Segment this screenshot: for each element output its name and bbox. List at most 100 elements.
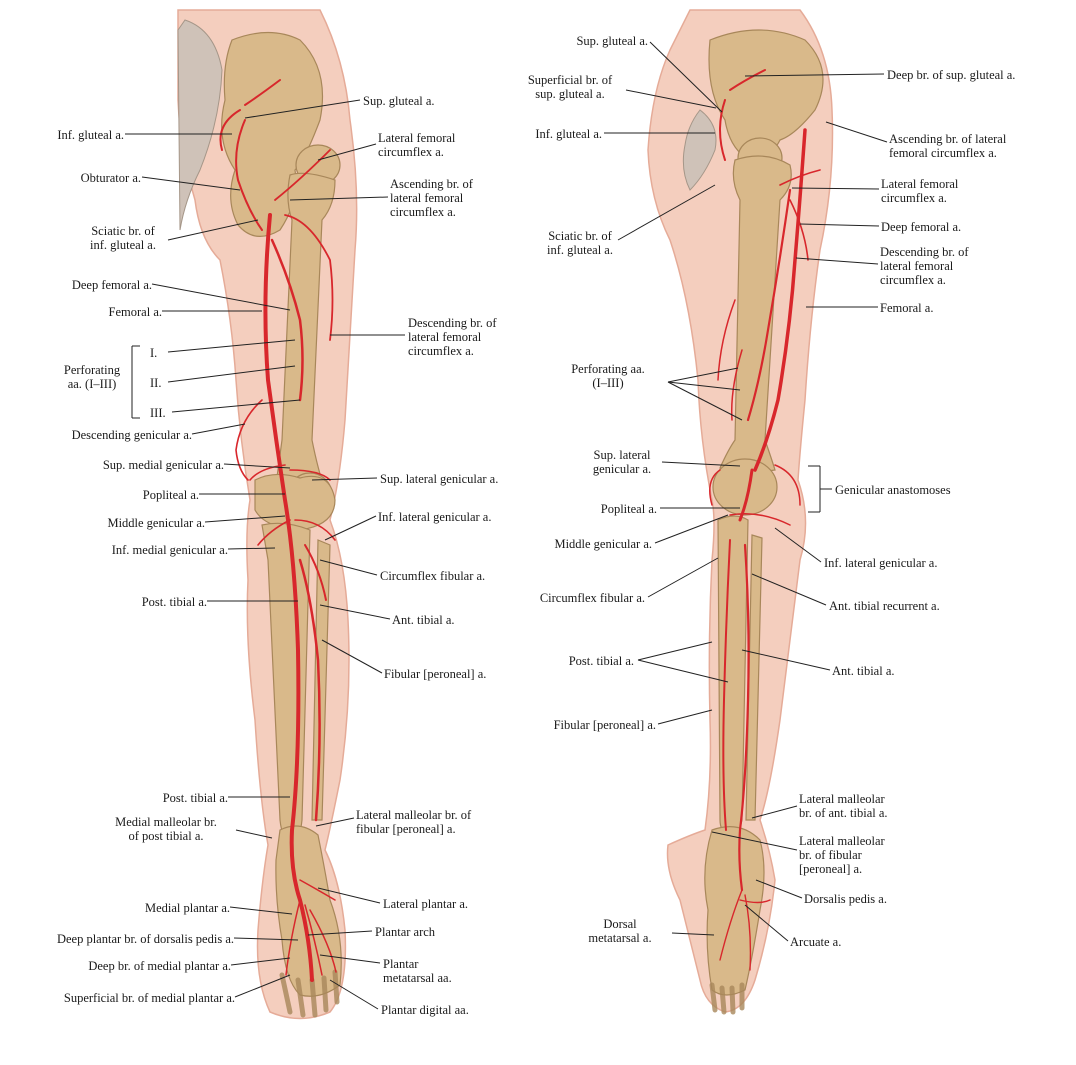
leader-right-ascending-br [825, 121, 888, 143]
leader-left-deep-femoral [151, 283, 291, 311]
label-left-post-tibial-upper: Post. tibial a. [141, 595, 207, 609]
leader-right-superficial-br [625, 89, 717, 109]
label-right-ant-tibial-recurrent: Ant. tibial recurrent a. [829, 599, 940, 613]
leader-left-superficial-br-medial [234, 974, 291, 998]
right-leg-illustration [647, 9, 834, 1015]
label-left-superficial-br-medial-plantar: Superficial br. of medial plantar a. [63, 991, 235, 1005]
leader-right-lateral-malleolar-fib [711, 831, 798, 851]
right-gluteal-branches [719, 69, 766, 161]
leader-left-inf-lateral-genicular [324, 515, 377, 541]
label-right-ant-tibial: Ant. tibial a. [832, 664, 895, 678]
right-femoral-artery [753, 128, 807, 472]
label-left-descending-genicular: Descending genicular a. [71, 428, 192, 442]
left-ant-tibial-artery [304, 544, 327, 601]
label-left-ascending-br: Ascending br. of lateral femoral circumf… [390, 177, 473, 219]
left-toes [279, 969, 340, 1018]
leader-right-post-tibial-2 [637, 659, 729, 683]
leader-left-fibular [321, 639, 383, 674]
leader-left-middle-genicular [204, 515, 286, 523]
leader-left-lateral-femoral-circumflex [317, 143, 377, 161]
label-right-circumflex-fibular: Circumflex fibular a. [539, 591, 645, 605]
label-left-circumflex-fibular: Circumflex fibular a. [380, 569, 486, 583]
label-left-sup-medial-genicular: Sup. medial genicular a. [102, 458, 224, 472]
leader-left-lateral-plantar [317, 887, 381, 904]
leader-right-sciatic-br [617, 184, 716, 241]
label-left-lateral-femoral-circumflex: Lateral femoral circumflex a. [378, 131, 456, 159]
left-femoral-artery [263, 213, 314, 982]
right-foot-branches [719, 889, 771, 971]
label-left-fibular: Fibular [peroneal] a. [384, 667, 487, 681]
label-left-descending-br: Descending br. of lateral femoral circum… [408, 316, 497, 358]
label-right-descending-br: Descending br. of lateral femoral circum… [880, 245, 969, 287]
left-gluteal-branches [219, 79, 281, 231]
leader-right-inf-lateral-genicular [774, 527, 822, 563]
leader-right-dorsalis-pedis [755, 879, 803, 899]
leader-right-ant-tibial-recurrent [751, 573, 827, 606]
leader-right-lateral-malleolar-ant [751, 805, 798, 819]
leader-left-sup-gluteal [244, 99, 361, 119]
label-right-femoral: Femoral a. [880, 301, 934, 315]
left-plantar-branches [285, 879, 337, 976]
label-left-medial-plantar: Medial plantar a. [144, 901, 230, 915]
right-arteries [709, 69, 821, 971]
leader-left-sup-medial-genicular [223, 463, 291, 469]
label-right-inf-lateral-genicular: Inf. lateral genicular a. [824, 556, 938, 570]
leader-right-deep-br [744, 73, 885, 77]
label-right-lateral-malleolar-fibular: Lateral malleolar br. of fibular [perone… [799, 834, 885, 876]
left-lateral-femoral-circumflex [274, 149, 334, 341]
label-right-deep-br-sup-gluteal: Deep br. of sup. gluteal a. [887, 68, 1016, 82]
left-deep-femoral-artery [270, 238, 304, 402]
leader-left-deep-plantar [233, 937, 299, 941]
label-left-deep-br-medial-plantar: Deep br. of medial plantar a. [88, 959, 231, 973]
leader-left-lateral-malleolar [315, 817, 355, 827]
right-knee [712, 458, 778, 516]
left-leg-illustration [177, 9, 358, 1020]
leader-left-ascending-br [289, 196, 389, 201]
right-circumflex-branches [779, 169, 821, 261]
leader-right-descending-br [795, 257, 879, 265]
label-left-lateral-plantar: Lateral plantar a. [383, 897, 469, 911]
label-right-arcuate: Arcuate a. [790, 935, 842, 949]
label-left-perforating: Perforating aa. (I–III) [63, 363, 121, 391]
leader-left-sciatic-br [167, 219, 259, 241]
leader-left-obturator [141, 176, 241, 191]
leader-right-middle-genicular [654, 514, 729, 544]
label-left-sciatic-br: Sciatic br. of inf. gluteal a. [90, 224, 156, 252]
right-genicular-branches [709, 464, 801, 526]
leader-right-sup-lateral-genicular [661, 461, 741, 467]
label-right-post-tibial: Post. tibial a. [568, 654, 634, 668]
label-right-dorsal-metatarsal: Dorsal metatarsal a. [588, 917, 652, 945]
label-left-middle-genicular: Middle genicular a. [107, 516, 205, 530]
leader-right-circumflex-fibular [647, 557, 719, 598]
leader-left-sup-lateral-genicular [311, 477, 378, 481]
label-left-sup-gluteal: Sup. gluteal a. [363, 94, 435, 108]
leader-left-perf-i [167, 339, 296, 353]
label-left-inf-medial-genicular: Inf. medial genicular a. [111, 543, 228, 557]
label-right-sup-gluteal: Sup. gluteal a. [576, 34, 648, 48]
leader-right-ant-tibial [741, 649, 831, 671]
leader-left-deep-br-medial [230, 957, 291, 966]
leader-left-inf-medial-genicular [227, 547, 276, 550]
label-left-perforating-iii: III. [150, 406, 166, 420]
left-knee-condyles [254, 473, 336, 531]
leader-right-deep-femoral [799, 223, 880, 227]
label-left-femoral: Femoral a. [108, 305, 162, 319]
label-left-perforating-i: I. [150, 346, 158, 360]
leader-left-plantar-metatarsal [319, 954, 381, 964]
left-genicular-branches [249, 464, 336, 546]
label-left-plantar-arch: Plantar arch [375, 925, 436, 939]
label-left-lateral-malleolar-fibular: Lateral malleolar br. of fibular [perone… [356, 808, 472, 836]
leader-right-fibular [657, 709, 713, 725]
label-left-perforating-ii: II. [150, 376, 162, 390]
label-right-perforating: Perforating aa. (I–III) [571, 362, 645, 390]
leader-right-sup-gluteal [649, 41, 723, 113]
label-left-plantar-digital: Plantar digital aa. [381, 1003, 469, 1017]
label-right-middle-genicular: Middle genicular a. [554, 537, 652, 551]
leader-left-plantar-arch [307, 930, 373, 936]
right-sacrum [682, 109, 717, 191]
right-popliteal-artery [738, 468, 754, 522]
label-left-post-tibial-lower: Post. tibial a. [162, 791, 228, 805]
right-toes [709, 982, 745, 1015]
